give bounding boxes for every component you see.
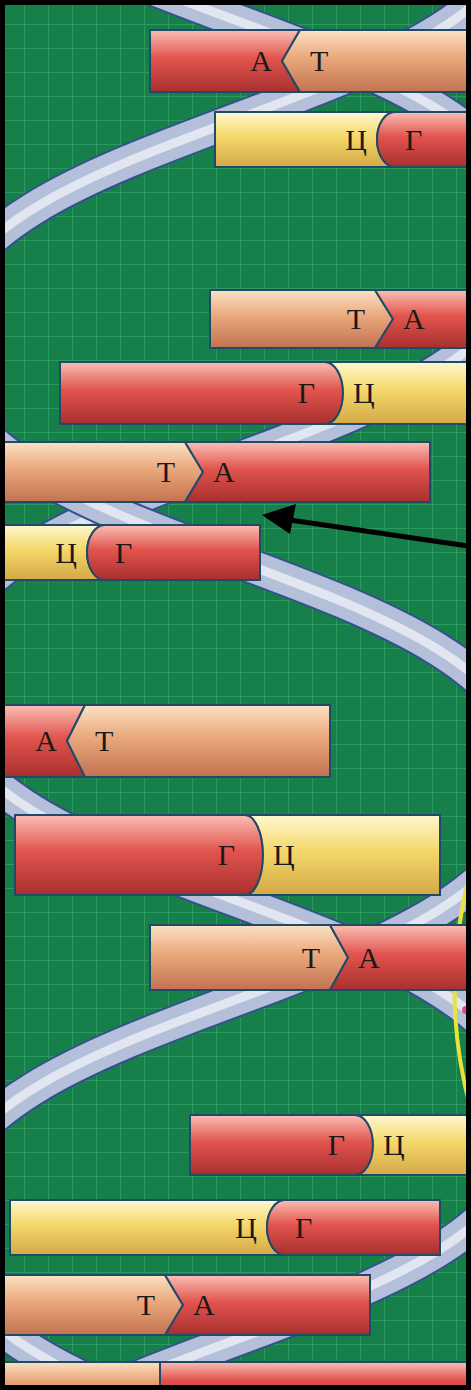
base-outline bbox=[87, 525, 260, 580]
base-piece: Г bbox=[267, 1200, 440, 1255]
base-outline bbox=[0, 1275, 183, 1335]
base-piece: Ц bbox=[215, 112, 395, 167]
base-outline bbox=[190, 1115, 373, 1175]
base-shape bbox=[355, 1115, 471, 1175]
base-piece: Ц bbox=[10, 1200, 285, 1255]
base-letter: Т bbox=[347, 304, 365, 334]
base-letter: Г bbox=[298, 378, 315, 408]
base-letter: Ц bbox=[345, 125, 367, 155]
base-letter: Т bbox=[95, 726, 113, 756]
base-letter: А bbox=[213, 457, 235, 487]
base-outline bbox=[330, 925, 471, 990]
base-outline bbox=[60, 362, 343, 424]
base-shape bbox=[215, 112, 395, 167]
base-letter: Г bbox=[328, 1130, 345, 1160]
base-outline bbox=[150, 30, 300, 92]
base-piece: А bbox=[375, 290, 471, 348]
base-outline bbox=[150, 925, 348, 990]
base-outline bbox=[245, 815, 440, 895]
base-outline bbox=[267, 1200, 440, 1255]
base-letter: Ц bbox=[383, 1130, 405, 1160]
base-letter: Г bbox=[295, 1213, 312, 1243]
base-piece: Т bbox=[67, 705, 330, 777]
base-letter: Ц bbox=[235, 1213, 257, 1243]
base-letter: Ц bbox=[55, 538, 77, 568]
base-outline bbox=[185, 442, 430, 502]
base-piece: Г bbox=[15, 815, 263, 895]
base-shape bbox=[210, 290, 393, 348]
base-outline bbox=[15, 815, 263, 895]
base-outline bbox=[282, 30, 471, 92]
base-letter: Т bbox=[310, 46, 328, 76]
base-letter: Ц bbox=[353, 378, 375, 408]
base-shape bbox=[190, 1115, 373, 1175]
base-outline bbox=[165, 1275, 370, 1335]
base-letter: А bbox=[358, 943, 380, 973]
base-outline bbox=[375, 290, 471, 348]
base-outline bbox=[10, 1200, 285, 1255]
base-letter: Г bbox=[115, 538, 132, 568]
base-shape bbox=[325, 362, 471, 424]
base-outline bbox=[67, 705, 330, 777]
base-letter: Т bbox=[302, 943, 320, 973]
base-outline bbox=[215, 112, 395, 167]
base-letter: Г bbox=[218, 840, 235, 870]
base-piece: Ц bbox=[325, 362, 471, 424]
base-outline bbox=[377, 112, 471, 167]
base-letter: А bbox=[250, 46, 272, 76]
base-piece: Т bbox=[210, 290, 393, 348]
base-outline bbox=[210, 290, 393, 348]
base-piece: Т bbox=[0, 442, 203, 502]
base-piece: Ц bbox=[245, 815, 440, 895]
base-piece: А bbox=[330, 925, 471, 990]
base-piece: Г bbox=[87, 525, 260, 580]
base-letter: Г bbox=[405, 125, 422, 155]
base-letter: Ц bbox=[273, 840, 295, 870]
base-shape bbox=[0, 1275, 183, 1335]
base-outline bbox=[325, 362, 471, 424]
base-piece: Т bbox=[150, 925, 348, 990]
base-piece: Г bbox=[377, 112, 471, 167]
base-piece: Г bbox=[60, 362, 343, 424]
base-shape bbox=[377, 112, 471, 167]
base-shape bbox=[87, 525, 260, 580]
base-letter: А bbox=[403, 304, 425, 334]
base-outline bbox=[0, 442, 203, 502]
base-shape bbox=[267, 1200, 440, 1255]
base-letter: А bbox=[193, 1290, 215, 1320]
base-letter: Т bbox=[157, 457, 175, 487]
base-letter: А bbox=[35, 726, 57, 756]
base-shape bbox=[330, 925, 471, 990]
base-outline bbox=[355, 1115, 471, 1175]
base-piece: Ц bbox=[355, 1115, 471, 1175]
base-piece: А bbox=[185, 442, 430, 502]
base-piece: Т bbox=[282, 30, 471, 92]
base-letter: Т bbox=[137, 1290, 155, 1320]
base-shape bbox=[150, 30, 300, 92]
base-piece: А bbox=[165, 1275, 370, 1335]
base-piece: Г bbox=[190, 1115, 373, 1175]
base-piece: А bbox=[150, 30, 300, 92]
base-piece: Т bbox=[0, 1275, 183, 1335]
